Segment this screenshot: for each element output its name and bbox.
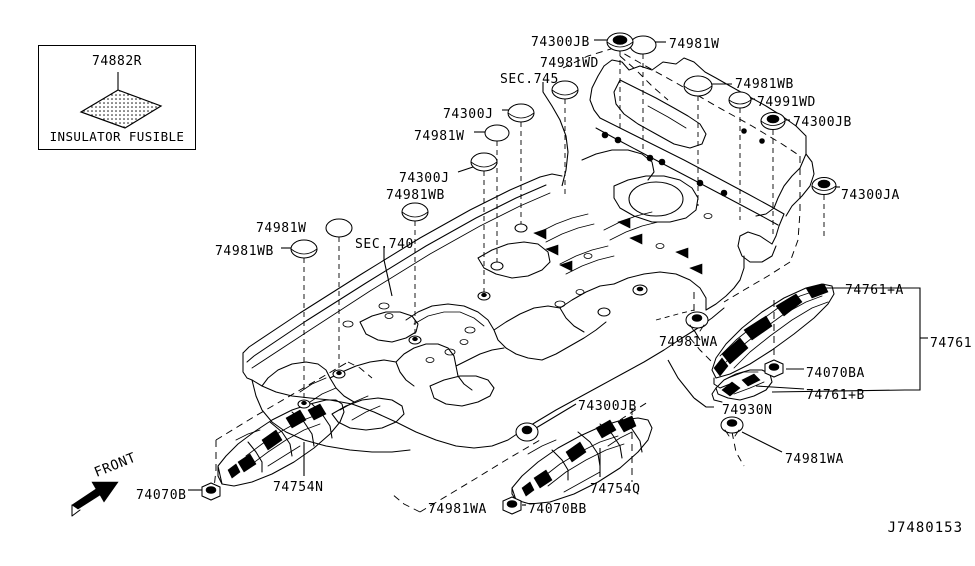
callout-74981wd: 74981WD [540,56,599,71]
callout-74300ja: 74300JA [841,188,900,203]
grommet-74300JB-r [760,111,786,131]
legend-caption: INSULATOR FUSIBLE [49,129,185,144]
callout-74981wb: 74981WB [735,77,794,92]
callout-74981wa: 74981WA [785,452,844,467]
callout-74754n: 74754N [273,480,324,495]
callout-74300j: 74300J [443,107,494,122]
grommet-74981W-b [325,218,353,238]
grommet-74300J-b [470,152,498,172]
callout-74300jb: 74300JB [531,35,590,50]
callout-74300j: 74300J [399,171,450,186]
callout-74070bb: 74070BB [528,502,587,517]
callout-74070ba: 74070BA [806,366,865,381]
callout-74981w: 74981W [256,221,307,236]
nut-74070BA [764,359,784,378]
grommet-74300JB-top [606,32,634,52]
leader-lines [188,39,928,506]
grommet-74991WD [728,91,752,109]
nut-74981WA-low [720,416,744,437]
plug-drop-lines [303,51,825,404]
callout-74981wb: 74981WB [215,244,274,259]
grommet-74981W-top [629,35,657,55]
legend-part-code: 74882R [92,54,142,69]
callout-74981w: 74981W [669,37,720,52]
legend-box-insulator-fusible: 74882R INSULATOR FUSIBLE [38,45,196,150]
projection-lines [213,47,801,513]
grommet-74981WB-top [683,75,713,97]
nut-74981WA-mid [685,311,709,332]
callout-74981wa: 74981WA [428,502,487,517]
part-74761A-rear-reinforcement [711,283,835,389]
grommet-74981WB-a [401,202,429,222]
section-leaders [383,82,569,297]
grommet-74300J-a [507,103,535,123]
callout-74754q: 74754Q [590,482,641,497]
fastener-symbols [201,32,837,515]
grommet-74300JB-low [515,422,539,442]
callout-74981wa: 74981WA [659,335,718,350]
hatched-diamond-insulator-icon [79,72,163,129]
callout-74981w: 74981W [414,129,465,144]
callout-sec-740: SEC.740 [355,237,414,252]
callout-74300jb: 74300JB [578,399,637,414]
grommet-74981W-a [484,124,510,142]
nut-74070B [201,482,221,501]
grommet-74300JA [811,176,837,196]
callout-74761-a: 74761+A [845,283,904,298]
callout-74981wb: 74981WB [386,188,445,203]
landed-nuts [297,223,648,409]
diagram-id-code: J7480153 [887,520,963,536]
callout-74930n: 74930N [722,403,773,418]
part-74761B-bracket [711,369,773,403]
callout-sec-745: SEC.745 [500,72,559,87]
callout-74300jb: 74300JB [793,115,852,130]
callout-74991wd: 74991WD [757,95,816,110]
callout-74070b: 74070B [136,488,187,503]
part-74754N-heat-insulator [217,399,345,487]
callout-74761-b: 74761+B [806,388,865,403]
callout-74761: 74761 [930,336,973,351]
front-arrow-icon [71,481,119,517]
grommet-74981WB-b [290,239,318,259]
nut-74070BB [502,496,522,515]
floor-panel-assembly [242,57,815,453]
